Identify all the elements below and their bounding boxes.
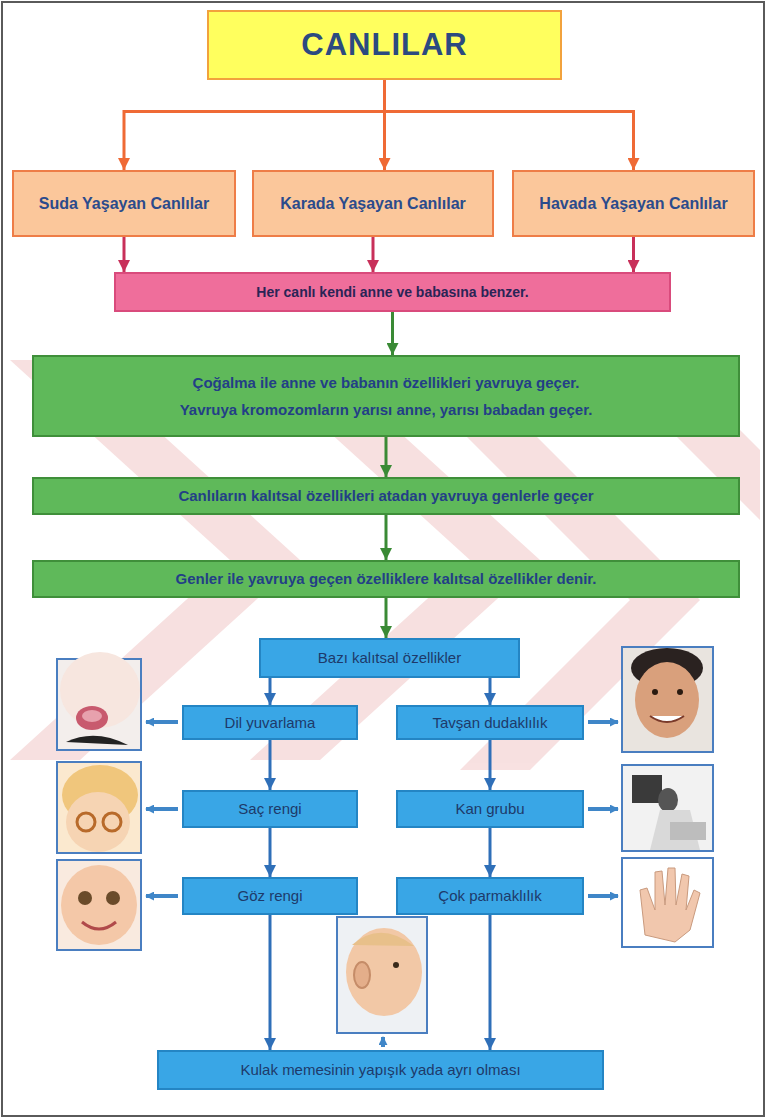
drawing-part [82, 710, 102, 722]
drawing-part [61, 865, 137, 945]
connector-arrow [632, 237, 635, 272]
drawing-part [77, 813, 95, 831]
box-text: Canlıların kalıtsal özellikleri atadan y… [178, 487, 593, 505]
connector-arrow [385, 515, 388, 560]
connector-arrow [123, 237, 126, 272]
drawing-part [57, 860, 141, 950]
box-text: Göz rengi [237, 887, 302, 905]
box-text: Dil yuvarlama [225, 714, 316, 732]
statement-box: Çoğalma ile anne ve babanın özellikleri … [32, 355, 740, 437]
box-text: Bazı kalıtsal özellikler [318, 649, 461, 667]
drawing-part [622, 858, 713, 947]
photo-pointer [588, 720, 618, 724]
lab-photo [622, 765, 713, 851]
ear-photo [337, 917, 427, 1033]
habitat-box: Suda Yaşayan Canlılar [12, 170, 236, 237]
connector-arrow [269, 678, 272, 705]
box-text: CANLILAR [301, 26, 467, 63]
trait-heading-box: Bazı kalıtsal özellikler [259, 638, 520, 678]
statement-box: Genler ile yavruya geçen özelliklere kal… [32, 560, 740, 598]
photo-pointer [588, 894, 618, 898]
box-text: Her canlı kendi anne ve babasına benzer. [256, 284, 528, 301]
box-text: Çoğalma ile anne ve babanın özellikleri … [193, 374, 580, 392]
tongue-photo [57, 652, 141, 750]
statement-band: Her canlı kendi anne ve babasına benzer. [114, 272, 671, 312]
hair-photo [57, 762, 141, 853]
drawing-part [352, 933, 414, 946]
drawing-part [677, 689, 683, 695]
box-text: Genler ile yavruya geçen özelliklere kal… [175, 570, 596, 588]
drawing-part [346, 928, 422, 1016]
trait-box: Kulak memesinin yapışık yada ayrı olması [157, 1050, 604, 1090]
box-text: Kulak memesinin yapışık yada ayrı olması [240, 1061, 520, 1079]
drawing-part [60, 652, 140, 728]
trait-box: Saç rengi [182, 790, 358, 828]
drawing-part [82, 922, 116, 929]
photo-pointer [146, 894, 178, 898]
box-text: Tavşan dudaklılık [432, 714, 547, 732]
drawing-part [337, 917, 427, 1033]
drawing-part [106, 891, 120, 905]
connector-arrow [124, 80, 385, 170]
connector-arrow [385, 80, 634, 170]
connector-arrow [269, 828, 272, 877]
drawing-part [66, 736, 128, 745]
trait-box: Kan grubu [396, 790, 584, 828]
photo-pointer [381, 1037, 385, 1047]
drawing-part [658, 788, 678, 812]
box-text: Suda Yaşayan Canlılar [39, 194, 209, 213]
drawing-part [650, 716, 684, 722]
connector-arrow [269, 740, 272, 790]
connector-arrow [372, 237, 375, 272]
drawing-part [652, 689, 658, 695]
drawing-part [393, 962, 399, 968]
trait-box: Çok parmaklılık [396, 877, 584, 915]
drawing-part [76, 706, 108, 730]
photo-pointer-arrows [146, 722, 618, 1047]
habitat-box: Karada Yaşayan Canlılar [252, 170, 494, 237]
drawing-part [103, 813, 121, 831]
box-text: Saç rengi [238, 800, 301, 818]
statement-box: Canlıların kalıtsal özellikleri atadan y… [32, 477, 740, 515]
trait-box: Göz rengi [182, 877, 358, 915]
drawing-part [78, 891, 92, 905]
photo-pointer [146, 720, 178, 724]
drawing-part [57, 762, 141, 853]
connector-arrow [489, 740, 492, 790]
connector-arrow [385, 598, 388, 638]
trait-box: Tavşan dudaklılık [396, 705, 584, 740]
drawing-part [622, 765, 713, 851]
connector-arrow [269, 915, 272, 1050]
box-text: Yavruya kromozomların yarısı anne, yarıs… [180, 401, 593, 419]
drawing-part [640, 868, 700, 942]
box-text: Kan grubu [455, 800, 524, 818]
drawing-part [66, 792, 130, 852]
habitat-box: Havada Yaşayan Canlılar [512, 170, 755, 237]
connector-arrow [489, 915, 492, 1050]
connector-arrow [391, 312, 394, 355]
boy-photo [622, 647, 713, 752]
eye-photo [57, 860, 141, 950]
drawing-part [635, 662, 699, 738]
drawing-part [622, 647, 713, 752]
connector-arrow [489, 678, 492, 705]
trait-box: Dil yuvarlama [182, 705, 358, 740]
title-box: CANLILAR [207, 10, 562, 80]
connector-arrow [489, 828, 492, 877]
hand-photo [622, 858, 713, 947]
drawing-part [670, 822, 706, 840]
box-text: Çok parmaklılık [438, 887, 541, 905]
connector-arrow [385, 437, 388, 477]
drawing-part [354, 962, 370, 988]
photo-pointer [146, 807, 178, 811]
box-text: Havada Yaşayan Canlılar [539, 194, 727, 213]
drawing-part [632, 775, 662, 803]
photo-pointer [588, 807, 618, 811]
box-text: Karada Yaşayan Canlılar [280, 194, 466, 213]
